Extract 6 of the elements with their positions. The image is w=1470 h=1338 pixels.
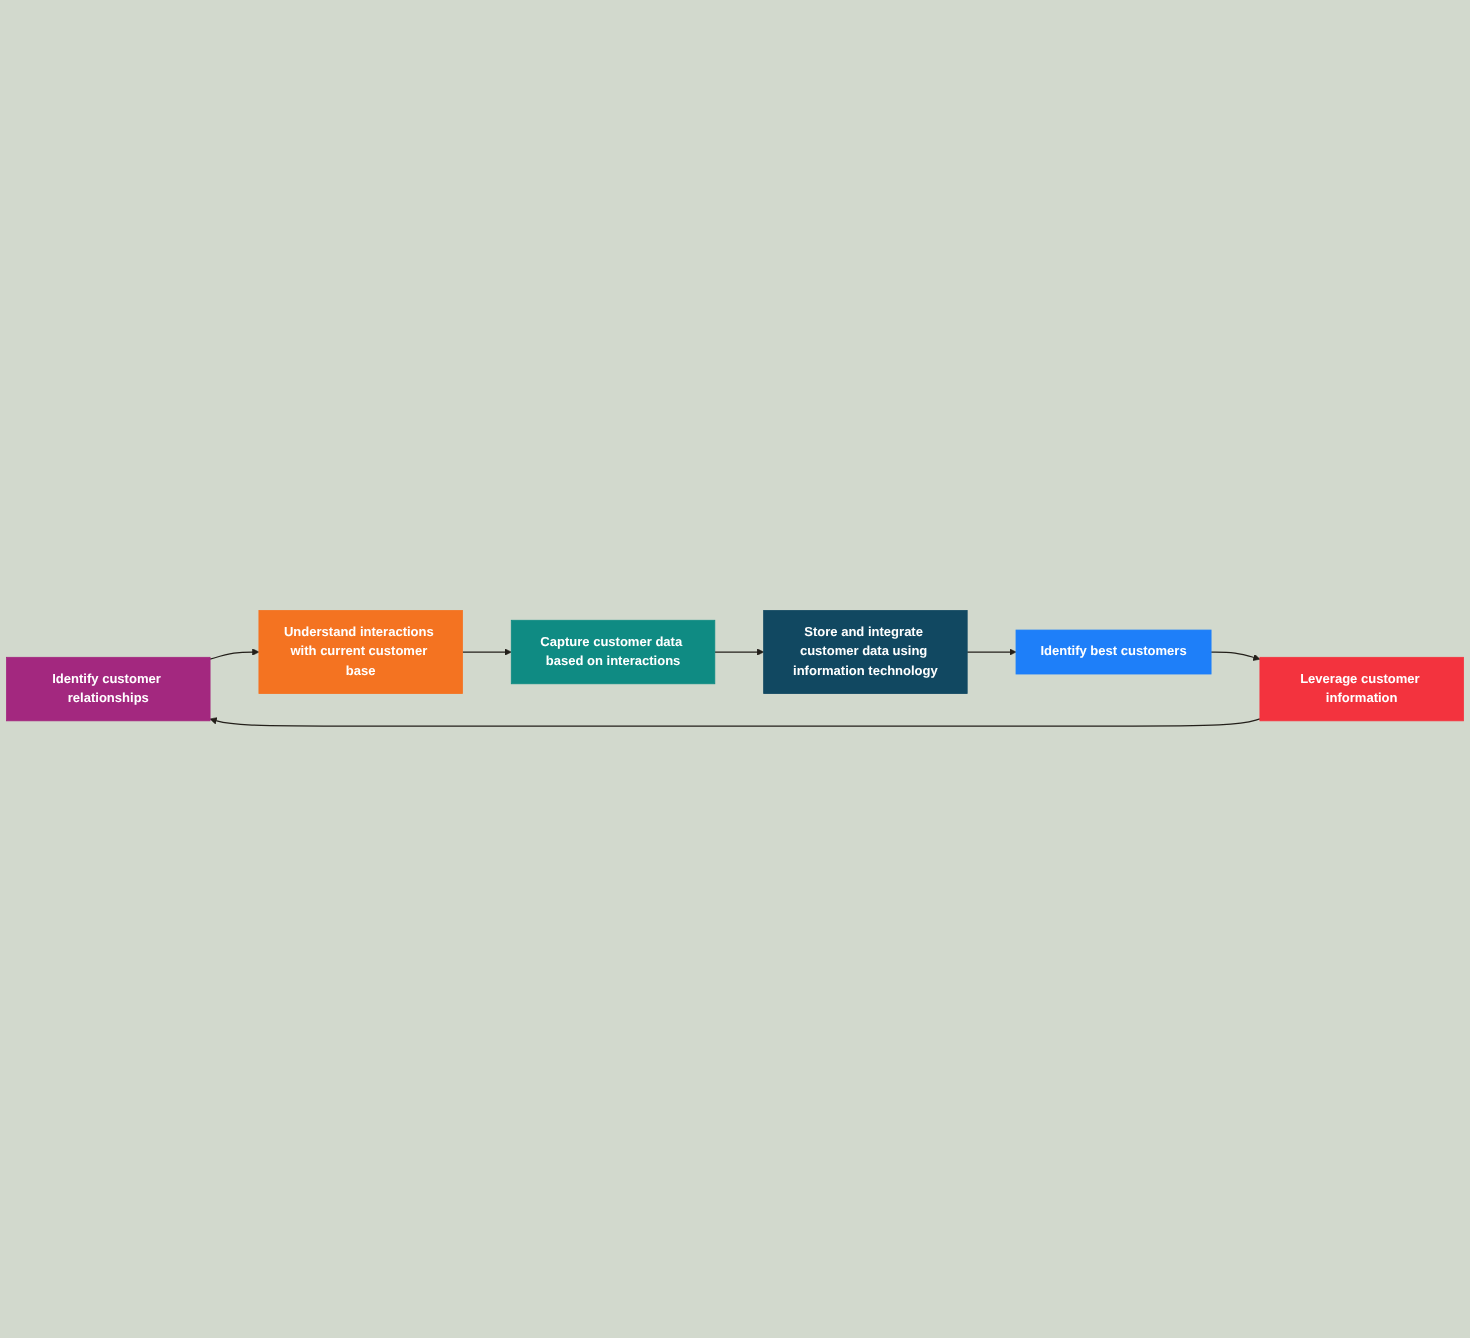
arrow xyxy=(209,649,260,661)
arrow xyxy=(714,649,764,657)
arrow xyxy=(966,649,1017,657)
arrow xyxy=(1210,652,1261,662)
arrow xyxy=(209,718,1261,728)
arrow xyxy=(461,649,512,657)
